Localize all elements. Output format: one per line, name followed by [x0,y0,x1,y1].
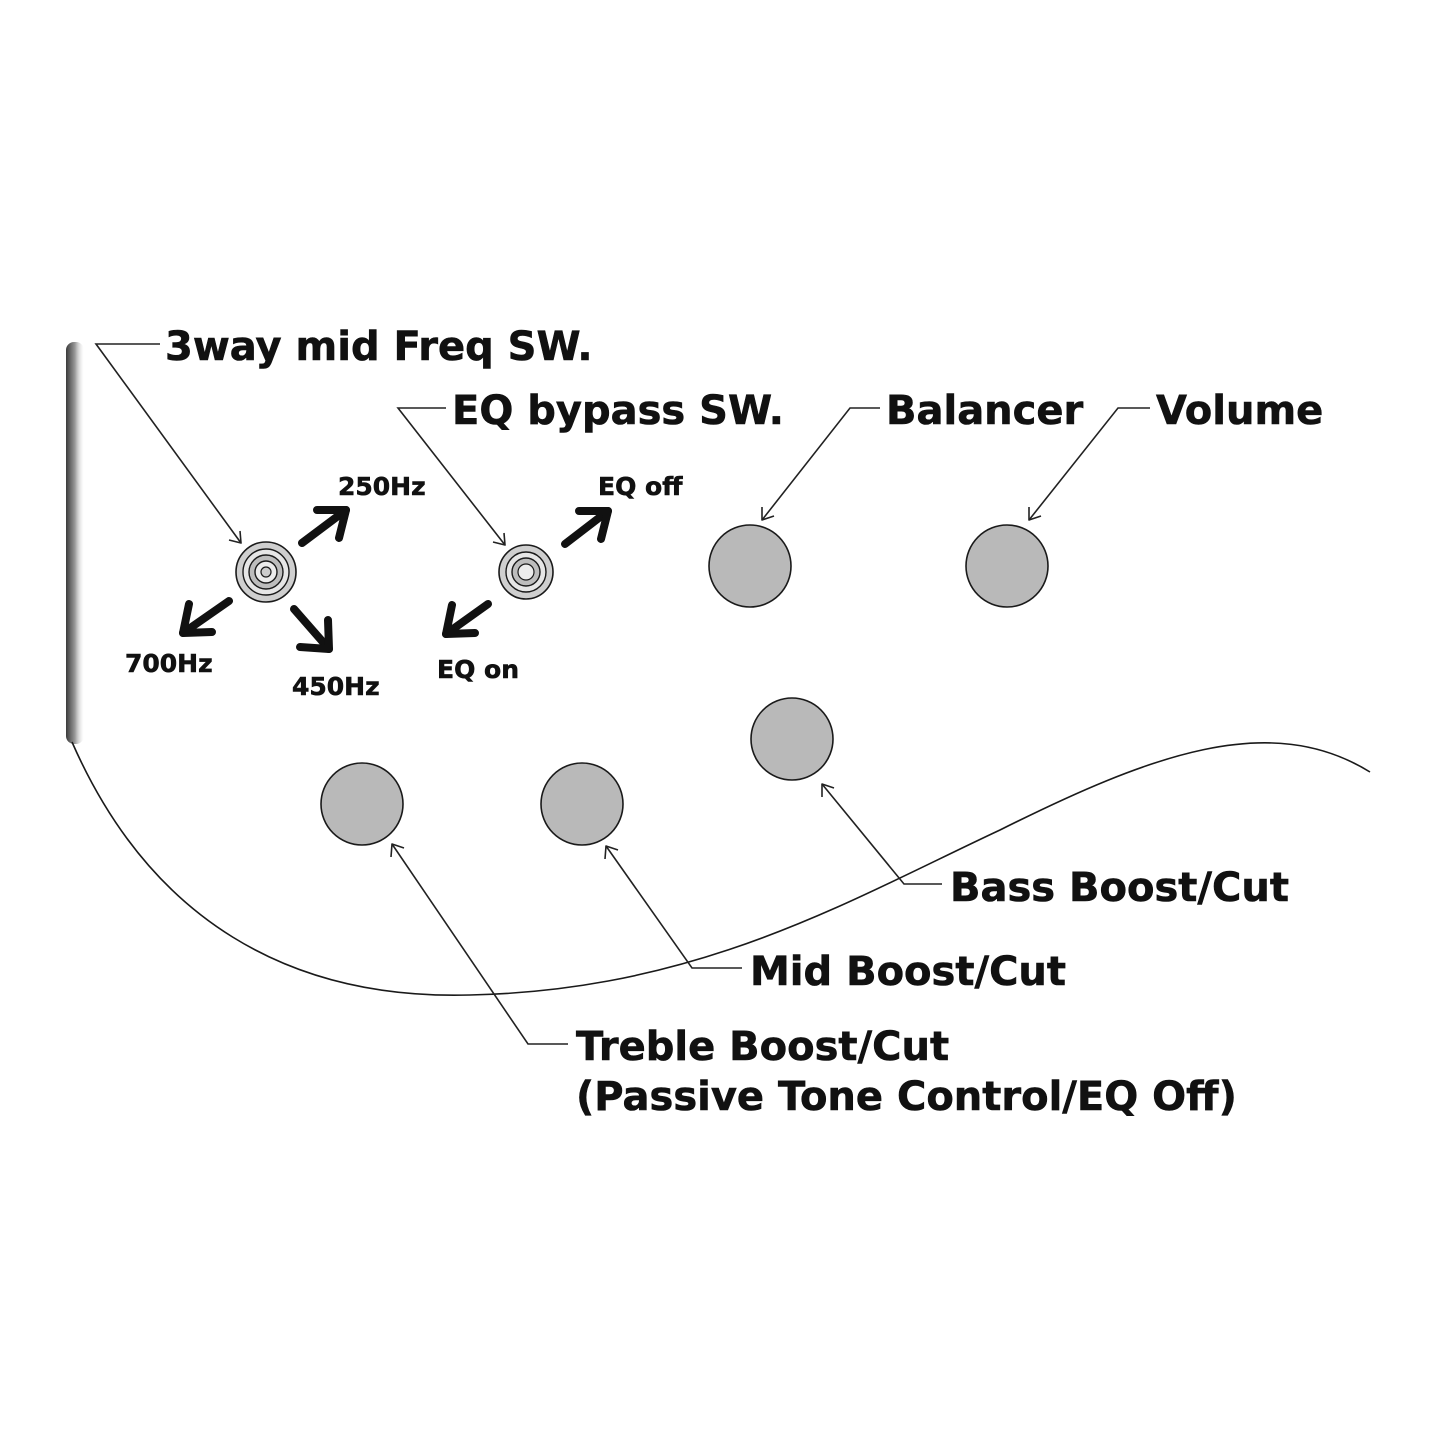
label-mid-freq-switch: 3way mid Freq SW. [165,324,593,370]
arrowhead-icon [604,845,619,860]
leader-balancer [761,407,880,521]
mid-freq-switch [235,541,297,603]
label-balancer: Balancer [886,388,1084,434]
label-volume: Volume [1156,388,1323,434]
label-700hz: 700Hz [125,649,213,678]
leader-bass [821,783,942,885]
treble-knob [320,762,404,846]
arrow-450hz-icon [290,605,333,653]
label-eq-on: EQ on [437,655,519,684]
arrowhead-icon [492,532,506,546]
label-450hz: 450Hz [292,672,380,701]
bass-knob [750,697,834,781]
arrow-eq-off-icon [561,507,612,548]
arrow-700hz-icon [179,597,233,637]
arrow-250hz-icon [298,506,350,547]
arrow-eq-on-icon [442,600,492,638]
label-eq-bypass-switch: EQ bypass SW. [452,388,784,434]
arrowhead-icon [821,783,835,797]
mid-knob [540,762,624,846]
plate-edge-shadow [66,342,84,744]
label-treble-line1: Treble Boost/Cut [576,1024,949,1070]
balancer-knob [708,524,792,608]
arrowhead-icon [761,507,775,521]
volume-knob [965,524,1049,608]
eq-bypass-switch [498,544,554,600]
plate-curve [71,741,1371,996]
arrowhead-icon [1028,507,1042,521]
label-treble-line2: (Passive Tone Control/EQ Off) [576,1074,1237,1120]
leader-mid [604,845,742,969]
leader-eq-bypass-switch [396,407,506,546]
label-mid: Mid Boost/Cut [750,949,1066,995]
eq-bypass-switch-ring-4 [517,563,535,581]
leader-mid-freq-switch [94,343,242,544]
label-eq-off: EQ off [598,472,683,501]
label-bass: Bass Boost/Cut [950,865,1289,911]
arrowhead-icon [228,530,242,544]
leader-volume [1028,407,1150,521]
arrowhead-icon [390,843,405,858]
control-plate-outline [66,342,1371,996]
label-250hz: 250Hz [338,472,426,501]
mid-freq-switch-tip [260,566,272,578]
leader-treble [390,843,568,1045]
